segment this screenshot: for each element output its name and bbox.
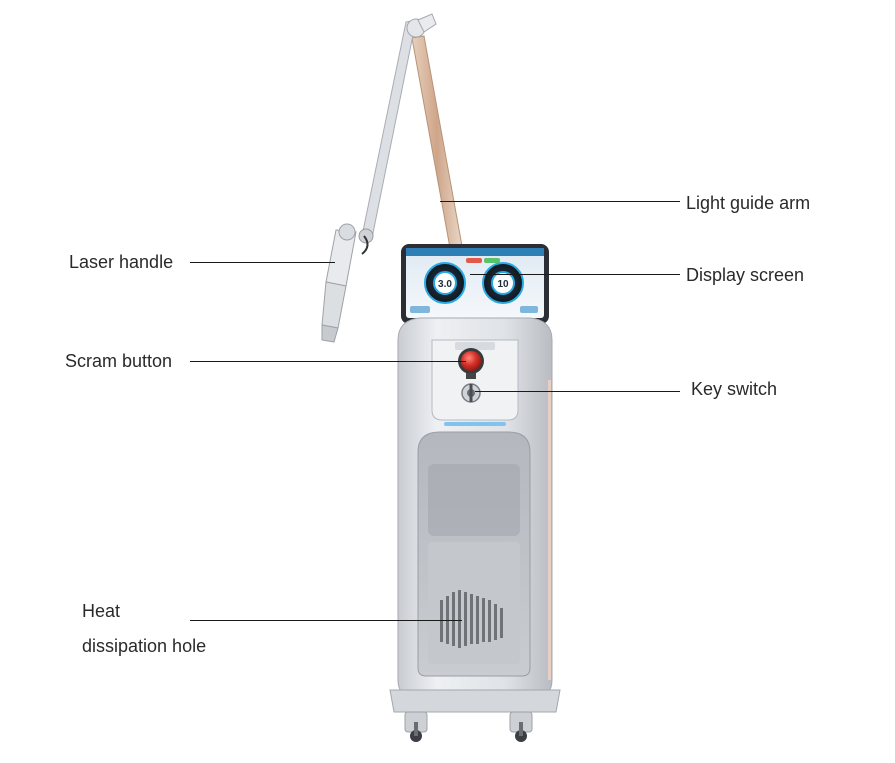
machine-base	[389, 689, 561, 742]
label-scram-button: Scram button	[65, 351, 173, 371]
leader-scram-button	[190, 361, 466, 362]
label-light-guide-arm: Light guide arm	[686, 193, 811, 213]
label-heat-line2: dissipation hole	[82, 636, 207, 656]
label-key-switch: Key switch	[691, 379, 778, 399]
label-laser-handle: Laser handle	[69, 252, 174, 272]
leader-laser-handle	[190, 262, 335, 263]
laser-handle	[321, 223, 357, 343]
label-heat-line1: Heat	[82, 601, 121, 621]
leader-light-guide-arm	[440, 201, 680, 202]
leader-display-screen	[470, 274, 680, 275]
right-dial-value: 10	[497, 279, 509, 290]
machine-body	[397, 317, 553, 699]
left-dial-value: 3.0	[438, 279, 452, 290]
leader-key-switch	[475, 391, 680, 392]
light-guide-arm	[358, 13, 463, 255]
label-display-screen: Display screen	[686, 265, 805, 285]
display-monitor: 3.0 10	[401, 244, 549, 324]
leader-heat-dissipation	[190, 620, 462, 621]
